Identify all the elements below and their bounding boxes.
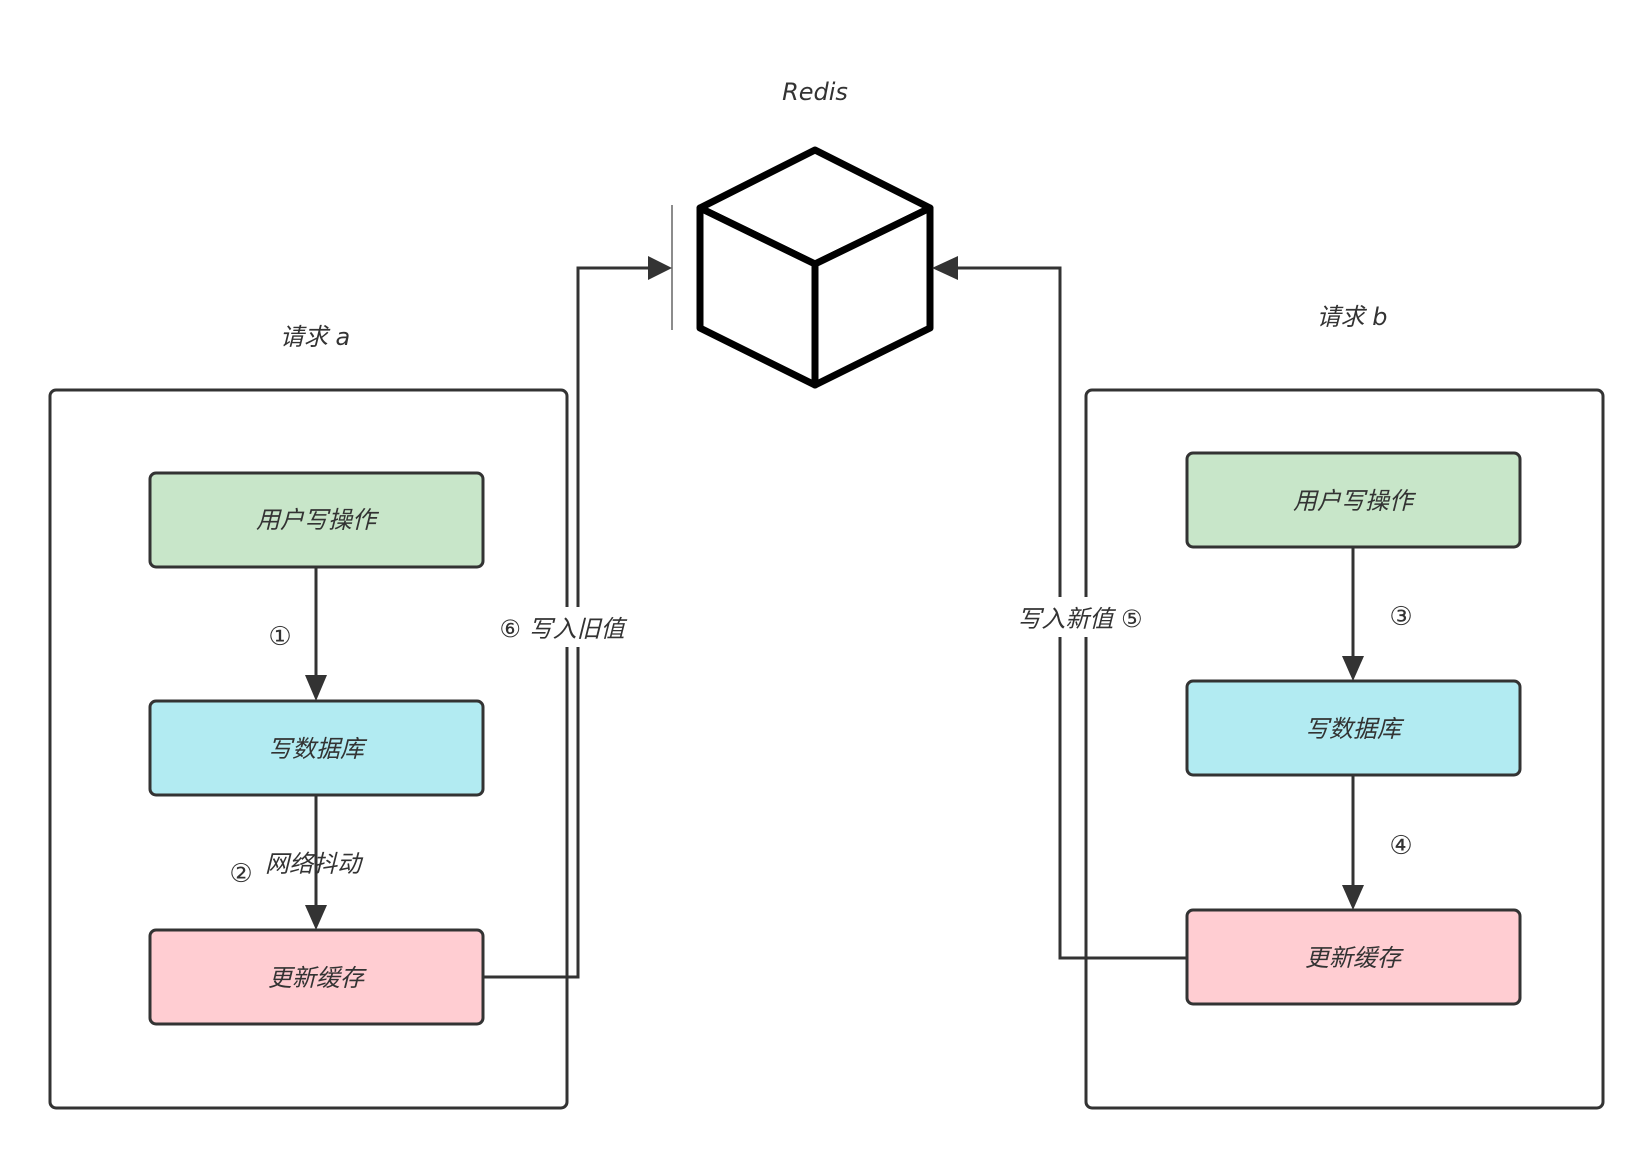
request-a-update-cache-label: 更新缓存	[268, 964, 367, 992]
request-a-step-1: ①	[268, 622, 291, 652]
request-b-write-new-value-label: 写入新值 ⑤	[1017, 605, 1142, 633]
request-b-write-new-value-bg	[1005, 597, 1155, 637]
request-b-step-3: ③	[1389, 602, 1412, 632]
request-b-title: 请求 b	[1317, 303, 1388, 331]
redis-title: Redis	[782, 78, 848, 106]
request-a-write-old-value-bg	[490, 607, 635, 647]
request-b-arrow-4	[1342, 775, 1364, 910]
request-a-arrow-1	[305, 567, 327, 701]
request-b-container	[1084, 388, 1605, 1110]
request-a-network-jitter-label: 网络抖动	[265, 850, 364, 878]
request-b-write-db-label: 写数据库	[1305, 715, 1405, 743]
redis-cube-icon	[696, 146, 934, 389]
request-b-step-4: ④	[1389, 831, 1412, 861]
request-b-user-write-label: 用户写操作	[1293, 487, 1417, 515]
request-a-user-write-label: 用户写操作	[256, 506, 380, 534]
request-a-step-2: ②	[229, 859, 252, 889]
request-b-update-cache-label: 更新缓存	[1305, 944, 1404, 972]
request-a-arrow-2	[305, 795, 327, 930]
request-b-arrow-3	[1342, 547, 1364, 681]
request-a-container	[48, 388, 569, 1110]
request-a-write-db-label: 写数据库	[268, 735, 368, 763]
request-a-write-old-value-label: ⑥ 写入旧值	[499, 615, 627, 643]
request-a-title: 请求 a	[280, 323, 350, 351]
